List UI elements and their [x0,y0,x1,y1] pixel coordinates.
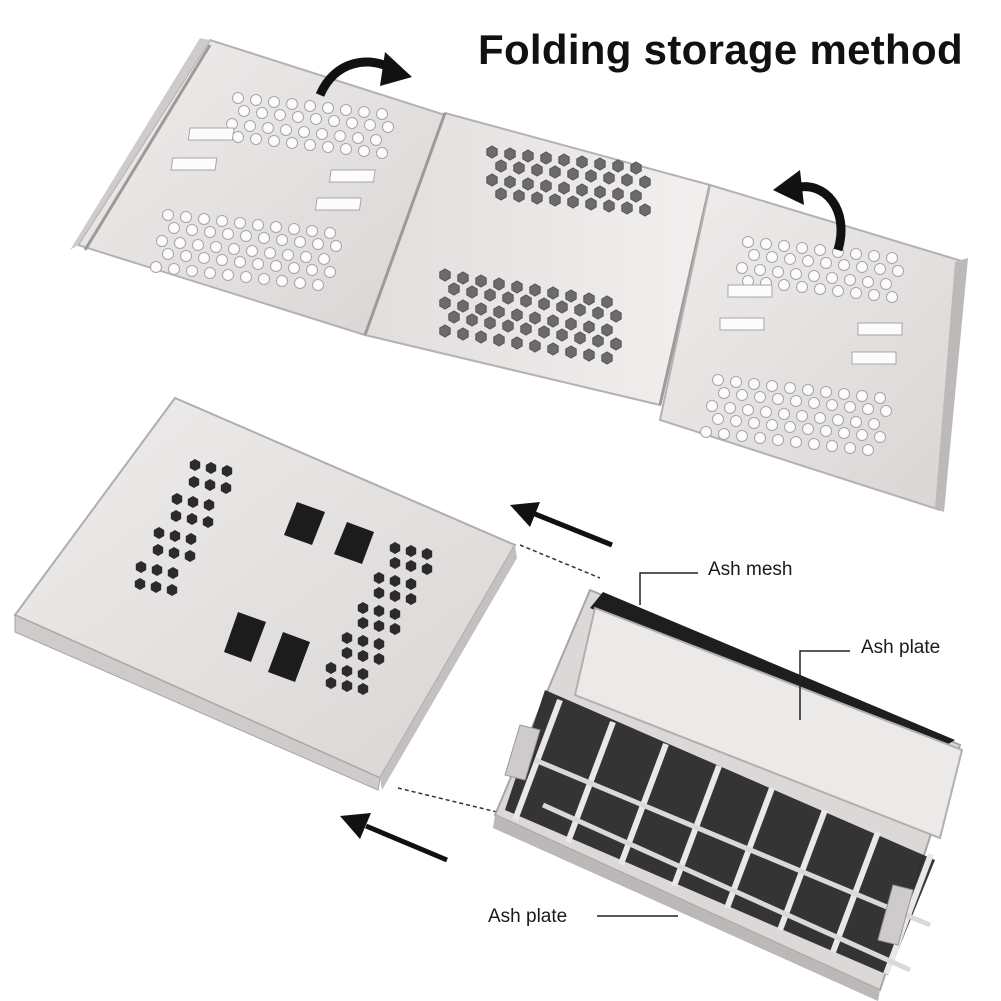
right-panel-slots [719,284,903,365]
guide-dash-bottom [397,787,498,813]
folded-stove-slots [224,502,374,682]
folded-stove-hex-left [134,459,233,596]
left-panel-slots [170,127,376,211]
ash-tray [493,588,964,1001]
folded-stove-hex-right [325,542,433,695]
middle-panel-hex-top [486,145,651,217]
callout-ash-mesh: Ash mesh [708,559,793,580]
callout-ash-plate-top: Ash plate [861,637,941,658]
ash-plate-insert [573,606,964,840]
middle-panel-hex-bottom [439,268,622,365]
slide-arrow-bottom-icon [340,813,448,863]
callout-line-ash-mesh [639,572,698,605]
callout-line-ash-plate-top [799,650,850,720]
right-panel-holes [700,236,904,456]
folded-stove [13,396,517,791]
slide-arrow-top-icon [510,502,613,548]
ash-tray-rods [512,698,934,976]
left-panel-holes [150,92,394,291]
left-panel [70,38,447,337]
image-title: Folding storage method [478,26,963,73]
callout-ash-plate-bottom: Ash plate [488,906,568,927]
unfolded-panels [70,38,968,512]
fold-arrow-right-icon [793,182,846,252]
right-panel [658,183,968,512]
middle-panel [363,111,712,407]
guide-dash-top [519,544,601,579]
